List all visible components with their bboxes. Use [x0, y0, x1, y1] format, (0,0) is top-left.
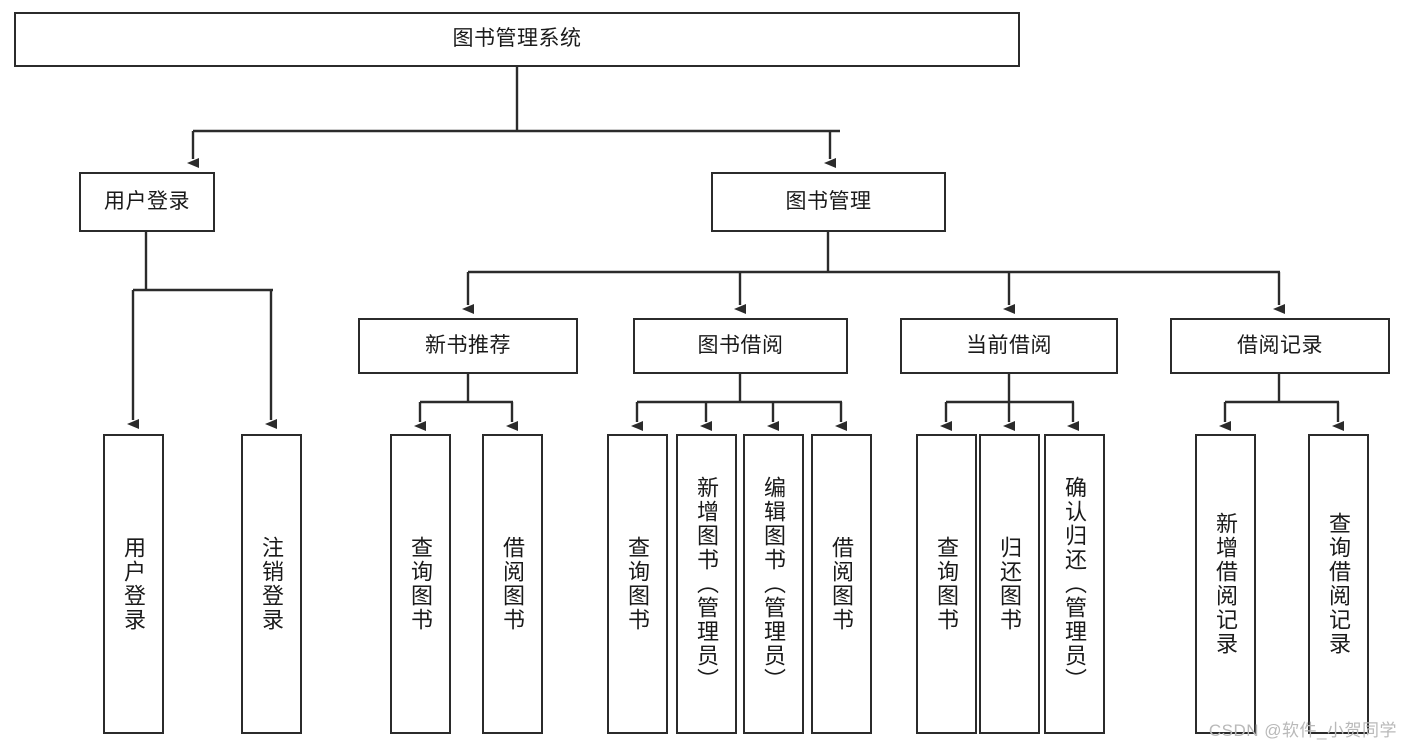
node-leaf-query-book-3-label: 查询图书 [934, 536, 960, 632]
node-leaf-query-book-2-label: 查询图书 [625, 536, 651, 632]
node-leaf-confirm-return-label: 确认归还（管理员） [1062, 476, 1088, 692]
node-leaf-query-book-3[interactable]: 查询图书 [916, 434, 977, 734]
node-user-login-label: 用户登录 [104, 189, 190, 213]
node-new-book-rec[interactable]: 新书推荐 [358, 318, 578, 374]
node-leaf-return-book[interactable]: 归还图书 [979, 434, 1040, 734]
node-leaf-edit-book[interactable]: 编辑图书（管理员） [743, 434, 804, 734]
node-leaf-query-book-1-label: 查询图书 [408, 536, 434, 632]
node-current-borrow[interactable]: 当前借阅 [900, 318, 1118, 374]
node-book-borrow[interactable]: 图书借阅 [633, 318, 848, 374]
node-leaf-add-record[interactable]: 新增借阅记录 [1195, 434, 1256, 734]
node-leaf-borrow-book-2-label: 借阅图书 [829, 536, 855, 632]
node-new-book-rec-label: 新书推荐 [425, 333, 511, 357]
node-book-manage-label: 图书管理 [785, 189, 872, 213]
node-leaf-add-record-label: 新增借阅记录 [1213, 512, 1239, 656]
node-book-manage[interactable]: 图书管理 [711, 172, 946, 232]
node-leaf-user-login-label: 用户登录 [121, 536, 147, 632]
node-leaf-borrow-book-2[interactable]: 借阅图书 [811, 434, 872, 734]
node-leaf-logout-label: 注销登录 [259, 536, 285, 632]
node-leaf-query-record[interactable]: 查询借阅记录 [1308, 434, 1369, 734]
node-borrow-record-label: 借阅记录 [1237, 333, 1323, 357]
node-leaf-add-book[interactable]: 新增图书（管理员） [676, 434, 737, 734]
node-leaf-query-book-2[interactable]: 查询图书 [607, 434, 668, 734]
node-leaf-borrow-book-1-label: 借阅图书 [500, 536, 526, 632]
node-current-borrow-label: 当前借阅 [966, 333, 1052, 357]
node-leaf-user-login[interactable]: 用户登录 [103, 434, 164, 734]
node-leaf-return-book-label: 归还图书 [997, 536, 1023, 632]
node-leaf-add-book-label: 新增图书（管理员） [694, 476, 720, 692]
node-leaf-borrow-book-1[interactable]: 借阅图书 [482, 434, 543, 734]
watermark-text: CSDN @软件_小贺同学 [1208, 721, 1397, 740]
node-borrow-record[interactable]: 借阅记录 [1170, 318, 1390, 374]
node-leaf-confirm-return[interactable]: 确认归还（管理员） [1044, 434, 1105, 734]
node-leaf-edit-book-label: 编辑图书（管理员） [761, 476, 787, 692]
node-leaf-logout[interactable]: 注销登录 [241, 434, 302, 734]
node-leaf-query-book-1[interactable]: 查询图书 [390, 434, 451, 734]
node-user-login[interactable]: 用户登录 [79, 172, 215, 232]
node-leaf-query-record-label: 查询借阅记录 [1326, 512, 1352, 656]
node-book-borrow-label: 图书借阅 [697, 333, 784, 357]
node-root[interactable]: 图书管理系统 [14, 12, 1020, 67]
node-root-label: 图书管理系统 [452, 27, 582, 51]
